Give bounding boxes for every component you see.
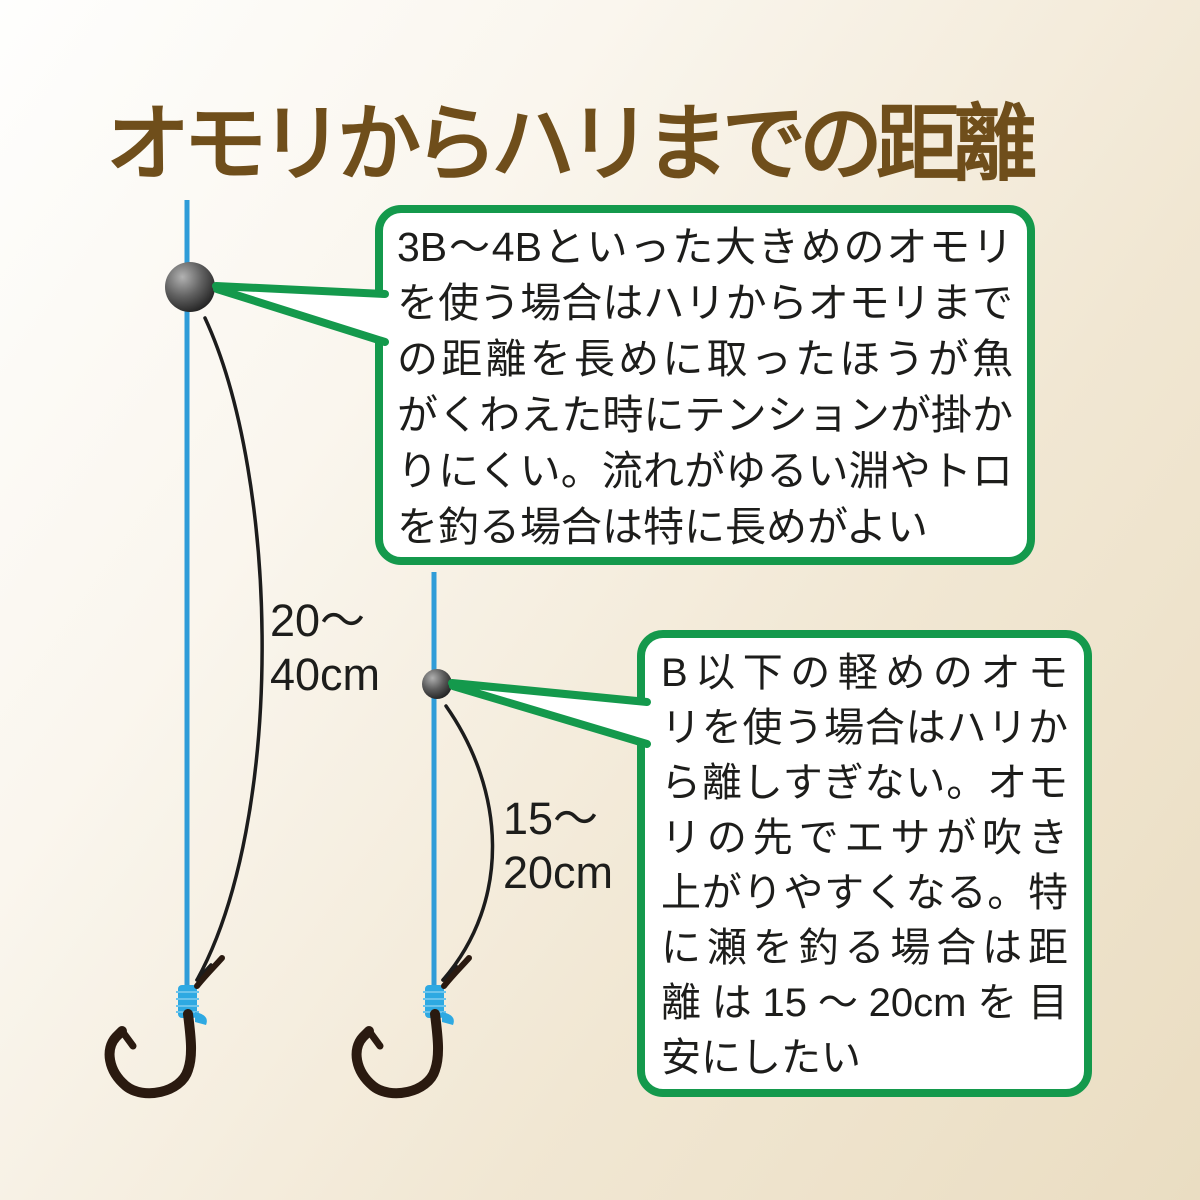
callout-text-line: 上がりやすくなる。特 [661,871,1068,915]
callout-text-line: りにくい。流れがゆるい淵やトロ [397,448,1013,494]
distance-arc-left-tick [195,963,213,982]
callout-text-line: を釣る場合は特に長めがよい [397,504,928,550]
hook-barb-left [118,1027,137,1050]
hook-right [351,1009,443,1099]
distance-label-left: 20〜 40cm [270,594,380,702]
callout-text-line: の距離を長めに取ったほうが魚 [397,336,1013,382]
distance-label-right-line1: 15〜 [503,793,599,844]
distance-arc-right-tick [441,964,458,982]
callout-box-light-sinker: B以下の軽めのオモ リを使う場合はハリか ら離しすぎない。オモ リの先でエサが吹… [637,630,1092,1097]
callout-pointer-2 [448,679,651,748]
callout-text-line: 3B〜4Bといった大きめのオモリ [397,224,1013,270]
distance-label-right-line2: 20cm [503,847,614,898]
distance-label-left-line2: 40cm [270,649,381,700]
distance-arc-left [195,316,264,982]
callout-text-line: 安にしたい [661,1036,861,1080]
sinker-small [422,669,452,699]
page-title: オモリからハリまでの距離 [106,97,1037,191]
hook-tag-end-left [194,955,225,989]
callout-pointer-1 [212,282,389,346]
line-knot-right [423,985,454,1025]
callout-text-line: 離は15〜20cmを目 [661,981,1068,1025]
callout-text-line: に瀬を釣る場合は距 [661,926,1068,970]
distance-label-left-line1: 20〜 [270,595,366,646]
hook-left [104,1009,196,1099]
callout-box-large-sinker: 3B〜4Bといった大きめのオモリ を使う場合はハリからオモリまで の距離を長めに… [375,205,1035,565]
callout-text-line: ら離しすぎない。オモ [661,761,1068,805]
callout-text-line: リの先でエサが吹き [661,816,1068,860]
hook-barb-right [365,1027,384,1050]
sinker-large [165,262,215,312]
hook-tag-end-right [441,955,472,989]
callout-text-line: B以下の軽めのオモ [661,651,1068,695]
distance-label-right: 15〜 20cm [503,792,613,900]
distance-arc-right [441,704,495,982]
callout-text-line: リを使う場合はハリか [661,706,1068,750]
callout-text-line: がくわえた時にテンションが掛か [397,392,1013,438]
line-knot-left [176,985,207,1025]
callout-text-line: を使う場合はハリからオモリまで [397,280,1013,326]
